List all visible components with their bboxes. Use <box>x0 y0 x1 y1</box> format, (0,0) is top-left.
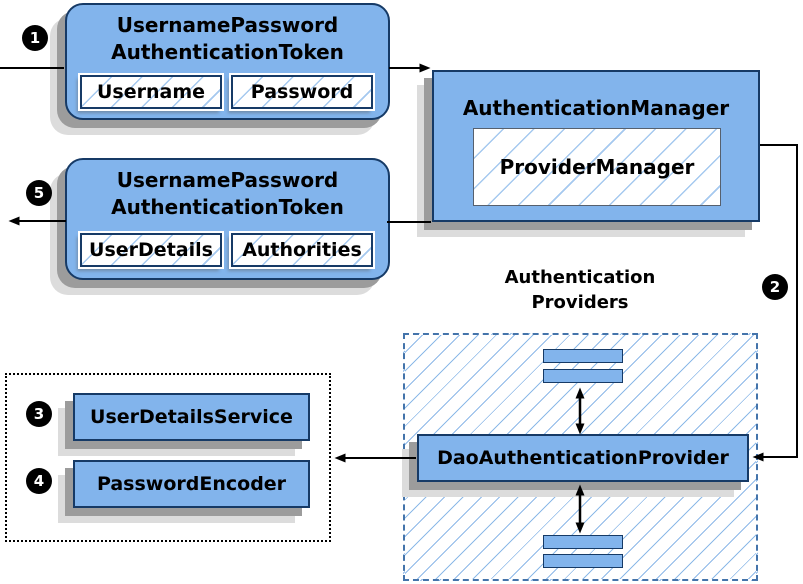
manager-to-dao-arrow <box>752 144 798 462</box>
step-4-badge: 4 <box>26 468 52 494</box>
user-details-service-box: UserDetailsService <box>73 393 310 441</box>
password-field-box: Password <box>231 75 373 109</box>
request-token-fields: Username Password <box>80 75 373 109</box>
password-encoder-box: PasswordEncoder <box>73 460 310 508</box>
request-token-title: UsernamePassword AuthenticationToken <box>111 13 344 64</box>
authentication-manager-box: AuthenticationManager ProviderManager <box>432 70 760 222</box>
provider-manager-box: ProviderManager <box>473 128 721 206</box>
response-token-fields: UserDetails Authorities <box>80 233 373 267</box>
userdetails-field-box: UserDetails <box>80 233 222 267</box>
collaborators-group-box <box>5 373 331 542</box>
step-5-badge: 5 <box>26 180 52 206</box>
step-2-badge: 2 <box>762 274 788 300</box>
response-token-title: UsernamePassword AuthenticationToken <box>111 168 344 219</box>
username-field-box: Username <box>80 75 222 109</box>
response-token-box: UsernamePassword AuthenticationToken Use… <box>65 158 390 280</box>
providers-group-label: Authentication Providers <box>504 267 656 313</box>
authentication-manager-title: AuthenticationManager <box>462 96 730 120</box>
step-3-badge: 3 <box>26 401 52 427</box>
dao-authentication-provider-box: DaoAuthenticationProvider <box>417 434 749 482</box>
provider-stack-rect <box>543 554 623 568</box>
request-token-box: UsernamePassword AuthenticationToken Use… <box>65 3 390 120</box>
provider-stack-rect <box>543 535 623 549</box>
provider-stack-rect <box>543 349 623 363</box>
step-1-badge: 1 <box>22 25 48 51</box>
authorities-field-box: Authorities <box>231 233 373 267</box>
provider-stack-rect <box>543 369 623 383</box>
